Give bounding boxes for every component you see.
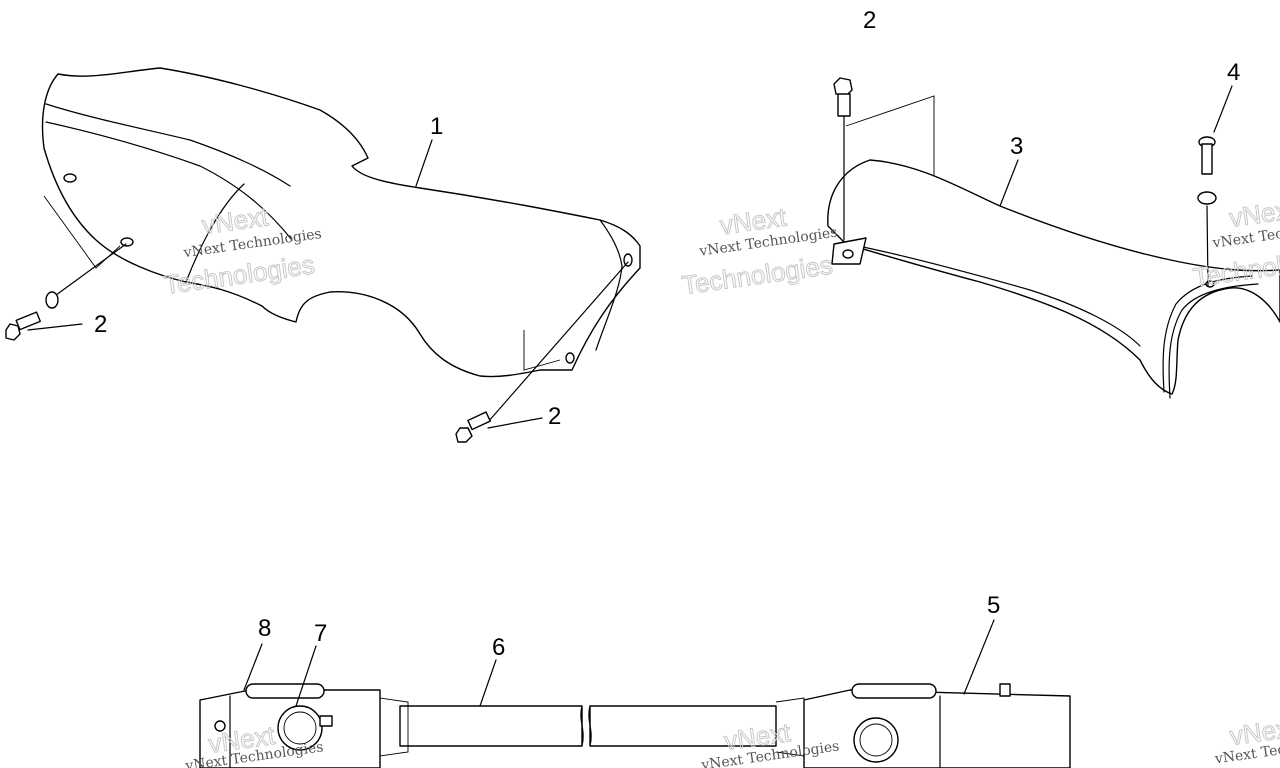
callout-2-top: 2 — [863, 7, 876, 34]
callout-7: 7 — [314, 620, 327, 647]
part-1-cover — [41, 67, 641, 378]
bolt-left — [5, 311, 41, 341]
leader-8 — [243, 643, 263, 691]
part-5-yoke-right — [803, 683, 1071, 768]
leader-3 — [999, 159, 1019, 207]
leader-6 — [479, 659, 497, 707]
callout-3: 3 — [1010, 133, 1023, 160]
leader-7 — [295, 645, 317, 707]
leader-bolt-right — [487, 261, 629, 423]
leader-4 — [1206, 205, 1209, 287]
callout-5: 5 — [987, 592, 1000, 619]
part-7-joint-left — [277, 705, 333, 751]
leader-2a — [27, 323, 83, 331]
bolt-top — [833, 77, 853, 117]
washer-right — [1197, 191, 1217, 205]
screw-4 — [1198, 136, 1216, 175]
leader-1 — [415, 139, 433, 187]
leader-4-label — [1213, 85, 1233, 133]
watermark-top-right: vNext vNext Technologies Technologies — [1191, 193, 1280, 293]
callout-6: 6 — [492, 634, 505, 661]
callout-1: 1 — [430, 113, 443, 140]
callout-4: 4 — [1227, 59, 1240, 86]
leader-bolt-left — [51, 243, 127, 299]
leader-5 — [963, 619, 995, 695]
part-6-shaft — [379, 697, 805, 757]
washer-left — [45, 291, 59, 309]
callout-2-bottom: 2 — [548, 403, 561, 430]
callout-8: 8 — [258, 615, 271, 642]
watermark-top-center: vNext vNext Technologies Technologies — [680, 201, 839, 301]
watermark-bottom-center: vNext vNext Technologies — [699, 717, 840, 768]
bolt-right — [455, 411, 491, 443]
callout-2-left: 2 — [94, 311, 107, 338]
watermark-bottom-right: vNext vNext Technologies — [1213, 712, 1280, 768]
leader-2b — [487, 417, 543, 429]
part-3-cover — [827, 95, 1280, 399]
